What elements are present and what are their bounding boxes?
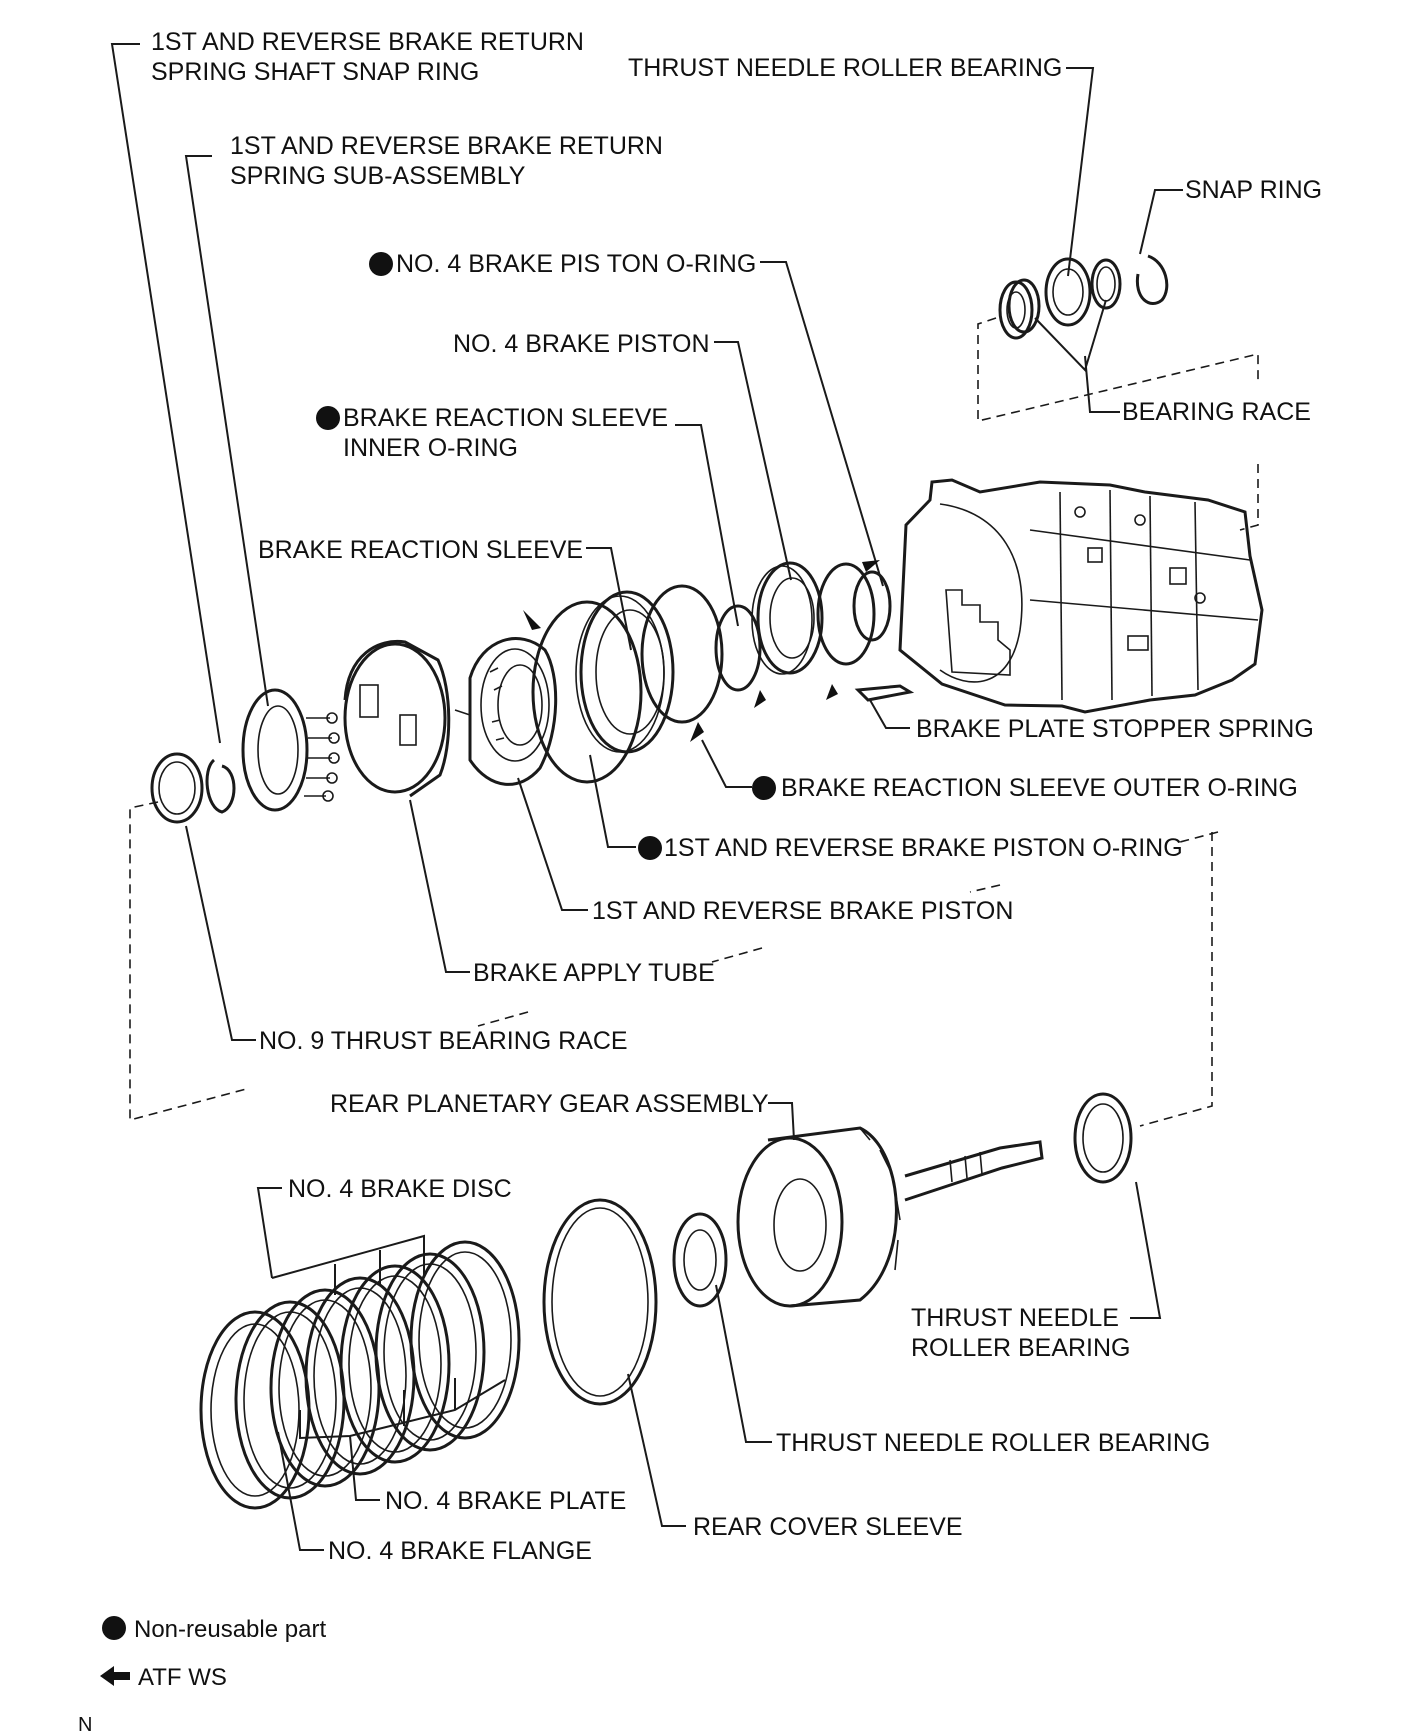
legend-non-reusable-label: Non-reusable part — [134, 1616, 326, 1643]
legend-atf-label: ATF WS — [138, 1664, 227, 1691]
no4-brake-disc-plate-stack — [199, 1240, 521, 1510]
part-labels: 1ST AND REVERSE BRAKE RETURN SPRING SHAF… — [151, 28, 1322, 1565]
non-reusable-markers — [316, 252, 776, 860]
label-snap-ring-1st-rev-l1: 1ST AND REVERSE BRAKE RETURN — [151, 28, 584, 56]
top-bearing-stack — [998, 254, 1169, 340]
label-rear-cover-sleeve: REAR COVER SLEEVE — [693, 1513, 963, 1541]
label-rear-planetary: REAR PLANETARY GEAR ASSEMBLY — [330, 1090, 769, 1118]
label-reaction-inner-l2: INNER O-RING — [343, 434, 518, 462]
label-no4-plate: NO. 4 BRAKE PLATE — [385, 1487, 626, 1515]
transmission-case — [898, 478, 1264, 714]
label-no4-flange: NO. 4 BRAKE FLANGE — [328, 1537, 592, 1565]
non-reusable-dot — [369, 252, 393, 276]
label-rev-piston-oring: 1ST AND REVERSE BRAKE PISTON O-RING — [664, 834, 1183, 862]
legend: Non-reusable part ATF WS — [100, 1616, 326, 1691]
non-reusable-dot — [752, 776, 776, 800]
assembly-dashed-lines — [129, 317, 1259, 1127]
rear-planetary-gear-assembly — [736, 1126, 1044, 1308]
label-bearing-race: BEARING RACE — [1122, 398, 1311, 426]
no4-brake-piston-parts — [531, 561, 892, 784]
atf-arrows — [523, 560, 880, 742]
label-thrust-bearing-mid: THRUST NEEDLE ROLLER BEARING — [776, 1429, 1210, 1457]
snap-rings-left — [150, 752, 236, 824]
brake-apply-tube — [343, 639, 451, 798]
first-reverse-piston — [454, 637, 558, 786]
footer-code: N — [78, 1714, 92, 1734]
label-no9-race: NO. 9 THRUST BEARING RACE — [259, 1027, 628, 1055]
label-apply-tube: BRAKE APPLY TUBE — [473, 959, 715, 987]
label-rev-piston: 1ST AND REVERSE BRAKE PISTON — [592, 897, 1013, 925]
label-snap-ring: SNAP RING — [1185, 176, 1322, 204]
label-return-spring-l1: 1ST AND REVERSE BRAKE RETURN — [230, 132, 663, 160]
label-no4-piston-oring: NO. 4 BRAKE PIS TON O-RING — [396, 250, 756, 278]
legend-non-reusable-dot — [102, 1616, 126, 1640]
label-reaction-inner-l1: BRAKE REACTION SLEEVE — [343, 404, 668, 432]
legend-atf-arrow-icon — [100, 1666, 130, 1686]
label-thrust-bearing-top: THRUST NEEDLE ROLLER BEARING — [628, 54, 1062, 82]
label-stopper-spring: BRAKE PLATE STOPPER SPRING — [916, 715, 1314, 743]
rear-cover-sleeve — [542, 1198, 658, 1406]
label-reaction-sleeve: BRAKE REACTION SLEEVE — [258, 536, 583, 564]
label-return-spring-l2: SPRING SUB-ASSEMBLY — [230, 162, 526, 190]
label-thrust-bearing-right-l1: THRUST NEEDLE — [911, 1304, 1119, 1332]
return-spring-assembly — [241, 688, 340, 812]
label-no4-disc: NO. 4 BRAKE DISC — [288, 1175, 512, 1203]
non-reusable-dot — [316, 406, 340, 430]
brake-plate-stopper-spring — [854, 684, 915, 702]
label-thrust-bearing-right-l2: ROLLER BEARING — [911, 1334, 1131, 1362]
thrust-bearings-bottom — [672, 1092, 1133, 1308]
non-reusable-dot — [638, 836, 662, 860]
label-no4-piston: NO. 4 BRAKE PISTON — [453, 330, 710, 358]
label-snap-ring-1st-rev-l2: SPRING SHAFT SNAP RING — [151, 58, 479, 86]
label-reaction-outer-oring: BRAKE REACTION SLEEVE OUTER O-RING — [781, 774, 1298, 802]
